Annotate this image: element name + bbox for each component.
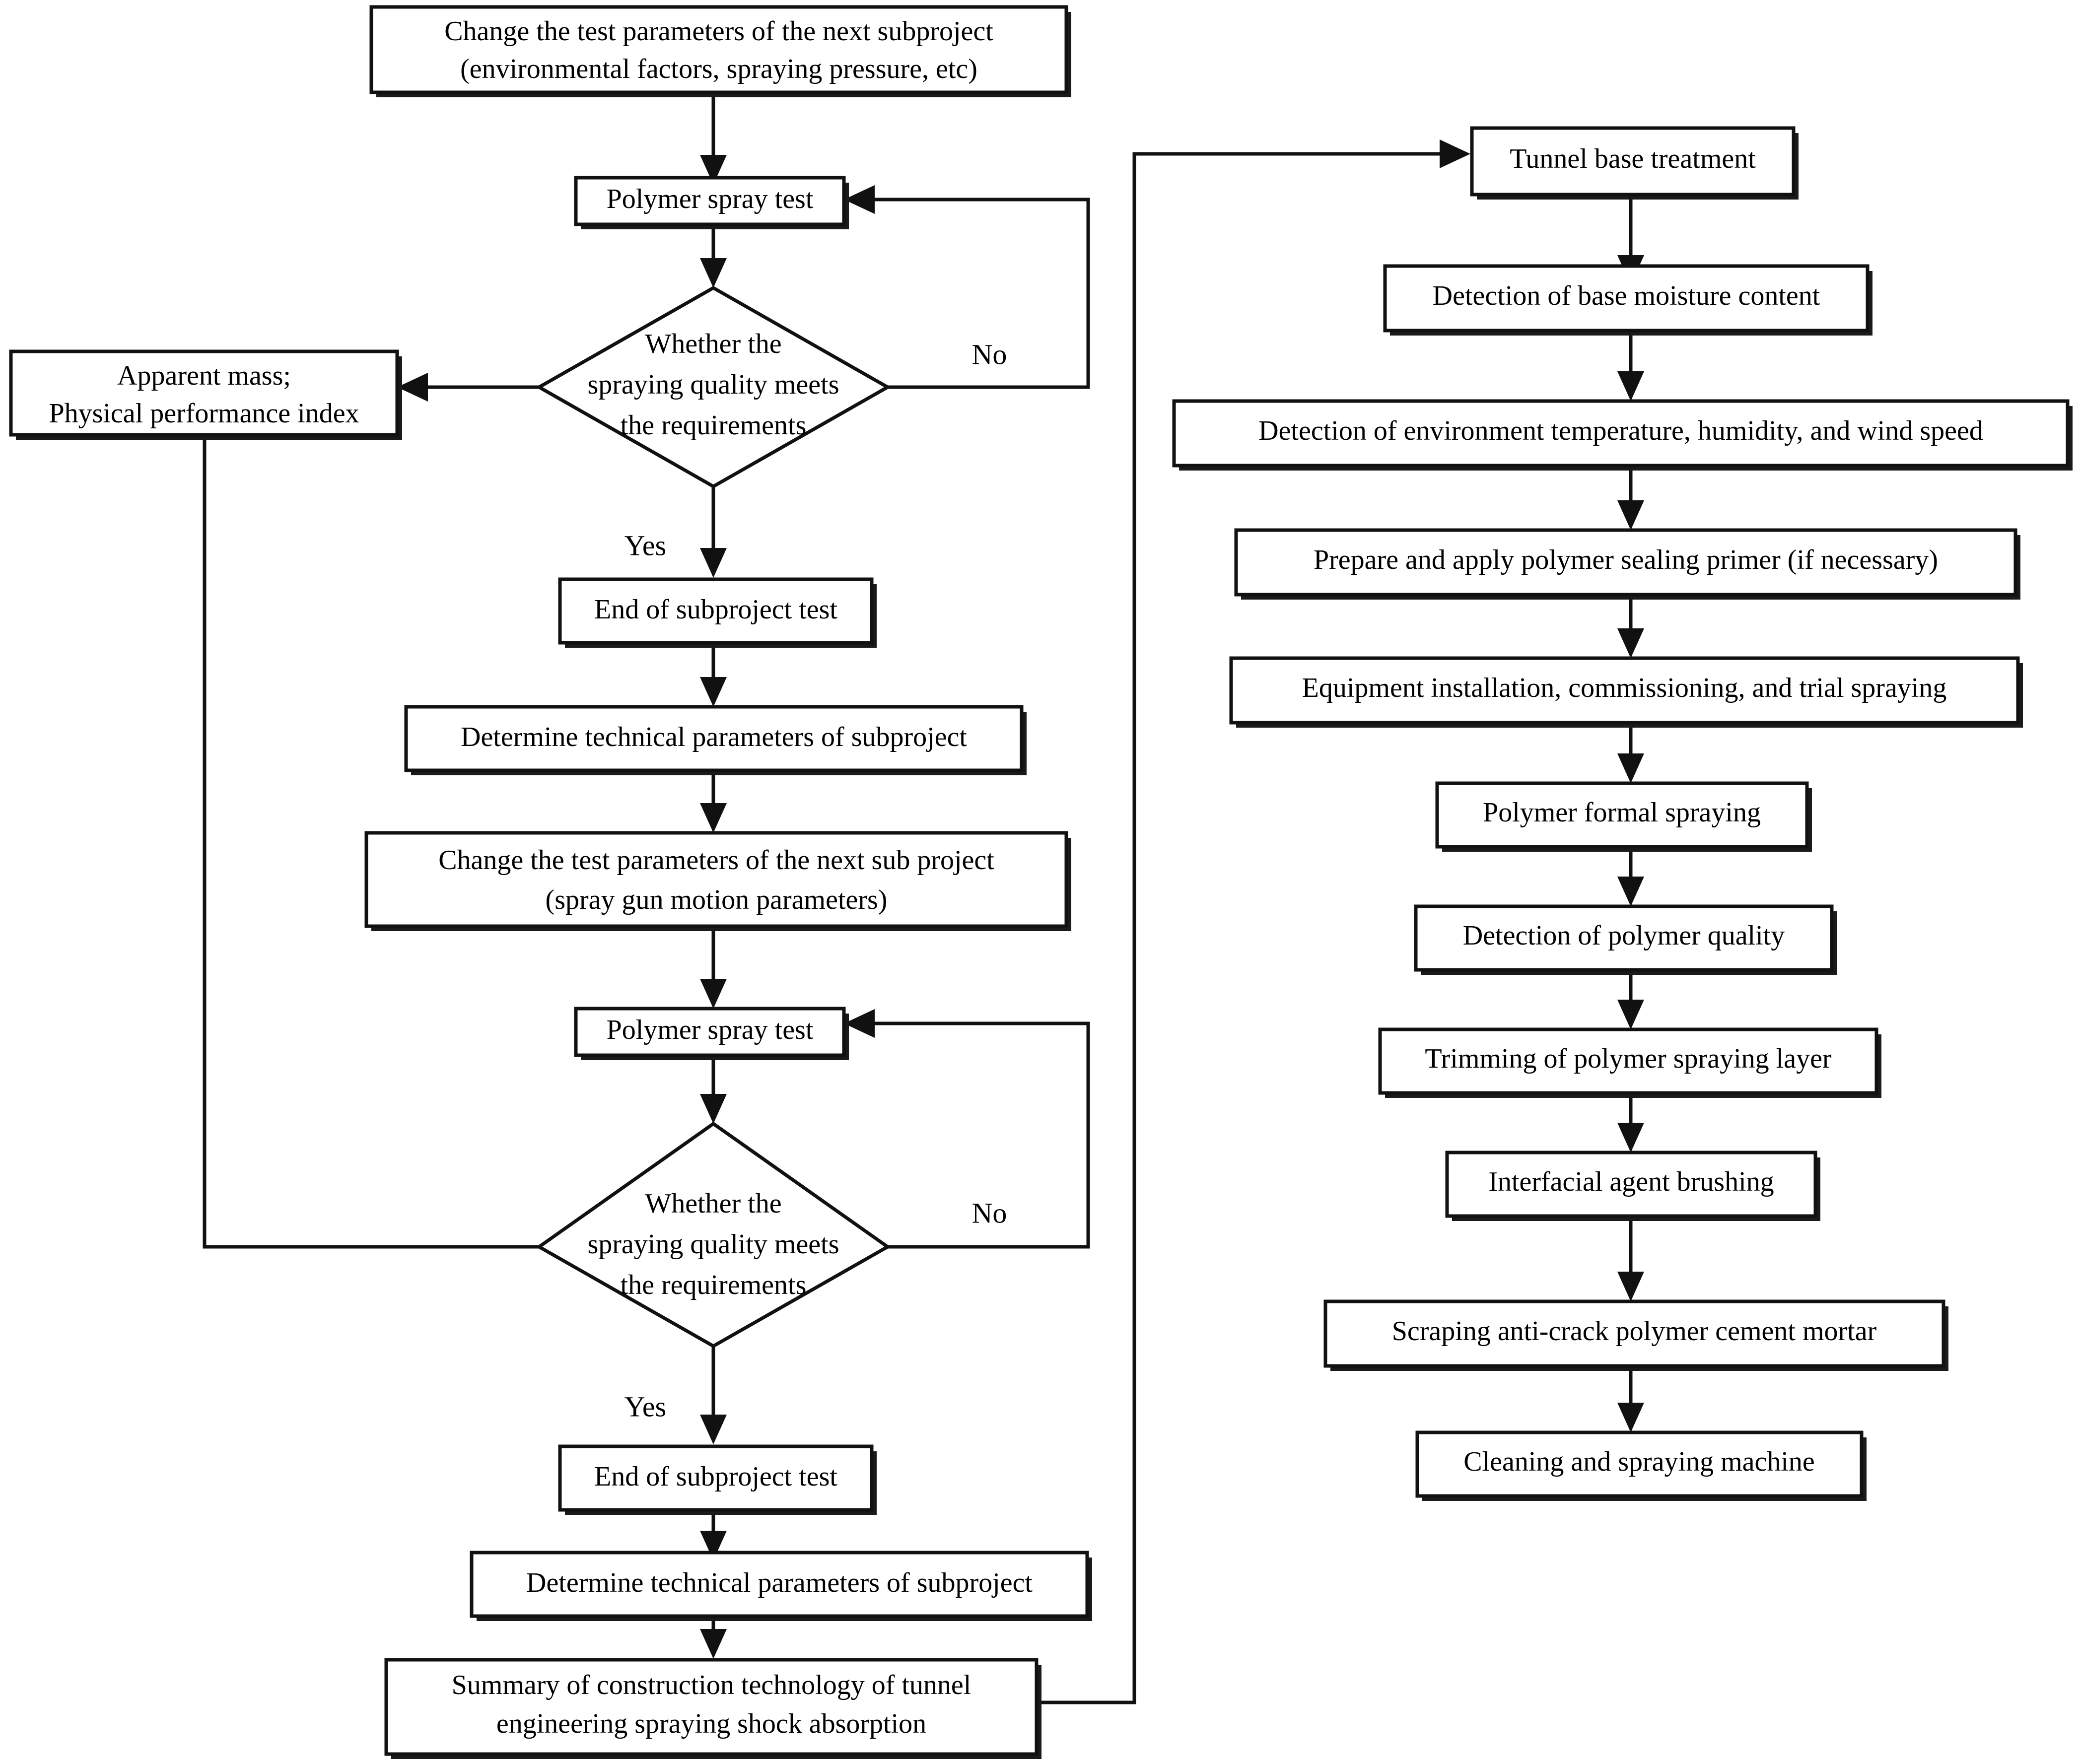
edge-n9-to-n4-rail	[190, 388, 541, 1249]
node-label: End of subproject test	[594, 1461, 837, 1492]
node-label-line2: (environmental factors, spraying pressur…	[460, 54, 977, 84]
node-label-line1: Whether the	[645, 329, 781, 359]
node-polymer-spray-test-2[interactable]: Polymer spray test	[574, 1007, 849, 1060]
edge-label-no-top: No	[972, 338, 1007, 370]
node-label-line2: spraying quality meets	[587, 369, 839, 400]
node-label-line1: Apparent mass;	[117, 360, 291, 391]
node-label: Polymer formal spraying	[1483, 797, 1761, 828]
edge-n9-to-n10	[700, 1346, 727, 1444]
node-cleaning-spraying-machine[interactable]: Cleaning and spraying machine	[1415, 1430, 1867, 1501]
node-label: Scraping anti-crack polymer cement morta…	[1392, 1316, 1877, 1347]
node-trimming-spraying-layer[interactable]: Trimming of polymer spraying layer	[1378, 1027, 1881, 1098]
node-change-test-parameters-spraygun[interactable]: Change the test parameters of the next s…	[364, 831, 1071, 931]
edge-label-yes-top: Yes	[624, 529, 666, 561]
edge-n10-to-n11	[700, 1512, 727, 1560]
node-tunnel-base-treatment[interactable]: Tunnel base treatment	[1470, 126, 1799, 200]
node-label-line3: the requirements	[621, 410, 807, 441]
node-detection-polymer-quality[interactable]: Detection of polymer quality	[1414, 904, 1837, 975]
node-label-line2: (spray gun motion parameters)	[546, 884, 888, 915]
node-apparent-mass-performance-index[interactable]: Apparent mass; Physical performance inde…	[9, 349, 402, 440]
node-label: Prepare and apply polymer sealing primer…	[1314, 544, 1938, 575]
node-summary-construction-technology[interactable]: Summary of construction technology of tu…	[384, 1658, 1041, 1759]
node-label: Determine technical parameters of subpro…	[526, 1567, 1033, 1598]
node-decision-spraying-quality-2[interactable]: Whether the spraying quality meets the r…	[536, 1121, 891, 1349]
node-change-test-parameters-env[interactable]: Change the test parameters of the next s…	[369, 5, 1071, 97]
node-label-line1: Change the test parameters of the next s…	[438, 845, 994, 876]
node-label: Polymer spray test	[607, 1015, 814, 1045]
node-determine-technical-parameters-1[interactable]: Determine technical parameters of subpro…	[404, 705, 1027, 775]
node-polymer-formal-spraying[interactable]: Polymer formal spraying	[1435, 781, 1812, 852]
node-label-line1: Summary of construction technology of tu…	[452, 1670, 971, 1700]
node-determine-technical-parameters-2[interactable]: Determine technical parameters of subpro…	[470, 1551, 1092, 1621]
node-label-line1: Change the test parameters of the next s…	[444, 16, 993, 47]
node-label: Equipment installation, commissioning, a…	[1302, 673, 1947, 703]
node-label: Detection of polymer quality	[1463, 920, 1785, 951]
edge-n6-to-n7	[700, 774, 727, 833]
node-detection-base-moisture[interactable]: Detection of base moisture content	[1383, 264, 1872, 336]
edge-n3-to-n5	[700, 486, 727, 578]
edge-label-no-bottom: No	[972, 1197, 1007, 1229]
node-label: Polymer spray test	[607, 184, 814, 214]
edge-n7-to-n8	[700, 929, 727, 1009]
node-label-line2: engineering spraying shock absorption	[496, 1708, 926, 1739]
edge-n3-to-n4	[397, 373, 541, 402]
node-label: Detection of environment temperature, hu…	[1258, 415, 1983, 446]
node-label: Trimming of polymer spraying layer	[1425, 1043, 1832, 1074]
node-scraping-anticrack-mortar[interactable]: Scraping anti-crack polymer cement morta…	[1323, 1299, 1948, 1371]
edge-n1-to-n2	[700, 95, 727, 185]
node-decision-spraying-quality-1[interactable]: Whether the spraying quality meets the r…	[535, 285, 892, 489]
node-label: End of subproject test	[594, 594, 837, 625]
node-label: Determine technical parameters of subpro…	[461, 722, 967, 752]
node-polymer-spray-test-1[interactable]: Polymer spray test	[574, 176, 849, 229]
node-label: Cleaning and spraying machine	[1463, 1446, 1815, 1477]
node-label-line1: Whether the	[645, 1188, 781, 1219]
node-label: Detection of base moisture content	[1433, 280, 1820, 311]
node-label: Tunnel base treatment	[1510, 143, 1756, 174]
edge-n9-no-loop	[844, 1009, 1090, 1249]
node-label-line2: Physical performance index	[49, 398, 359, 429]
edge-n3-no-loop	[844, 185, 1090, 389]
node-detection-environment[interactable]: Detection of environment temperature, hu…	[1172, 399, 2073, 471]
edge-n11-to-n12	[700, 1615, 727, 1659]
edge-n8-to-n9	[700, 1058, 727, 1124]
node-end-subproject-test-2[interactable]: End of subproject test	[558, 1444, 877, 1515]
node-label-line3: the requirements	[621, 1270, 807, 1300]
edge-label-yes-bottom: Yes	[624, 1390, 666, 1423]
edge-r2-to-r3	[1617, 331, 1644, 401]
node-label: Interfacial agent brushing	[1488, 1166, 1774, 1197]
node-label-line2: spraying quality meets	[587, 1229, 839, 1260]
node-equipment-installation[interactable]: Equipment installation, commissioning, a…	[1229, 656, 2023, 728]
edge-n2-to-n3	[700, 224, 727, 288]
node-end-subproject-test-1[interactable]: End of subproject test	[558, 577, 877, 648]
node-interfacial-agent-brushing[interactable]: Interfacial agent brushing	[1445, 1151, 1820, 1221]
edge-n5-to-n6	[700, 646, 727, 707]
node-prepare-sealing-primer[interactable]: Prepare and apply polymer sealing primer…	[1234, 528, 2020, 600]
edge-n12-to-r1-rail	[1041, 139, 1470, 1704]
